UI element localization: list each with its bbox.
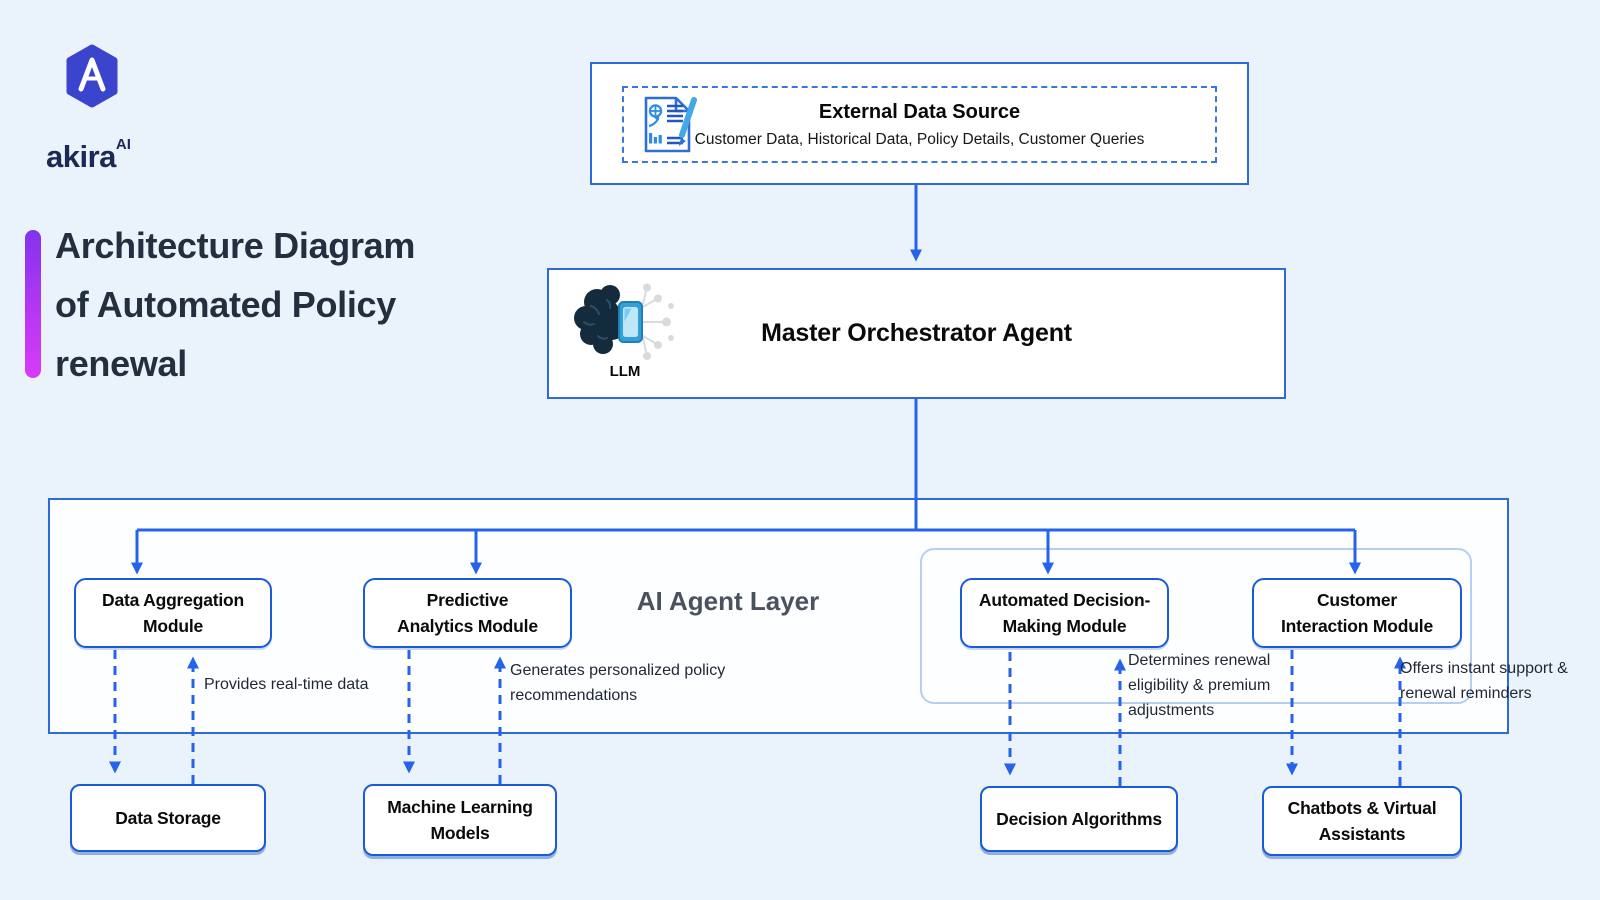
module-label-line: Predictive xyxy=(426,590,509,610)
page-title-line: Architecture Diagram xyxy=(55,225,416,266)
master-orchestrator-box: LLM Master Orchestrator Agent xyxy=(547,268,1286,399)
resource-chatbots-virtual-assistants: Chatbots & Virtual Assistants xyxy=(1262,786,1462,856)
decision-interaction-subcontainer xyxy=(920,548,1472,704)
annotation-line: Generates personalized policy xyxy=(510,662,726,679)
external-data-source-box: External Data Source Customer Data, Hist… xyxy=(590,62,1249,185)
annotation-determines-renewal: Determines renewal eligibility & premium… xyxy=(1128,648,1270,723)
external-data-source-text: External Data Source Customer Data, Hist… xyxy=(624,88,1215,161)
module-label-line: Analytics Module xyxy=(397,616,538,636)
annotation-line: Provides real-time data xyxy=(204,676,369,693)
resource-label-line: Machine Learning xyxy=(387,797,533,817)
brand-wordmark: akiraAI xyxy=(46,136,131,174)
annotation-line: eligibility & premium xyxy=(1128,677,1271,694)
brain-chip-icon xyxy=(574,283,674,360)
module-customer-interaction: Customer Interaction Module xyxy=(1252,578,1462,648)
resource-label-line: Models xyxy=(430,823,490,843)
module-label-line: Module xyxy=(142,616,204,636)
resource-data-storage: Data Storage xyxy=(70,784,266,852)
external-data-source-inner-dashed: External Data Source Customer Data, Hist… xyxy=(622,86,1217,163)
resource-decision-algorithms: Decision Algorithms xyxy=(980,786,1178,852)
resource-machine-learning-models: Machine Learning Models xyxy=(363,784,557,856)
annotation-line: Determines renewal xyxy=(1128,652,1271,669)
connector-orchestrator-riser-and-bus xyxy=(137,397,1355,532)
annotation-generates-recommendations: Generates personalized policy recommenda… xyxy=(510,658,725,708)
annotation-line: recommendations xyxy=(510,687,638,704)
annotation-offers-instant-support: Offers instant support & renewal reminde… xyxy=(1400,656,1568,706)
page-title-line: renewal xyxy=(55,343,187,384)
module-automated-decision-making: Automated Decision- Making Module xyxy=(960,578,1169,648)
external-data-source-title: External Data Source xyxy=(818,100,1021,123)
page-title-line: of Automated Policy xyxy=(55,284,396,325)
brand-superscript: AI xyxy=(115,136,131,153)
module-data-aggregation: Data Aggregation Module xyxy=(74,578,272,648)
akira-hexagon-icon xyxy=(66,44,118,108)
annotation-provides-real-time-data: Provides real-time data xyxy=(204,672,369,697)
resource-label-line: Assistants xyxy=(1318,824,1406,844)
page-title: Architecture Diagram of Automated Policy… xyxy=(55,216,495,393)
external-data-source-subtitle: Customer Data, Historical Data, Policy D… xyxy=(694,130,1145,148)
module-label-line: Interaction Module xyxy=(1281,616,1433,636)
module-predictive-analytics: Predictive Analytics Module xyxy=(363,578,572,648)
brand-logo: akiraAI xyxy=(46,44,246,174)
document-pencil-icon xyxy=(644,96,697,152)
resource-label-line: Data Storage xyxy=(115,808,221,828)
annotation-line: adjustments xyxy=(1128,702,1215,719)
module-label-line: Automated Decision- xyxy=(978,590,1151,610)
module-label-line: Making Module xyxy=(1002,616,1127,636)
resource-label-line: Chatbots & Virtual xyxy=(1287,798,1437,818)
annotation-line: Offers instant support & xyxy=(1400,660,1568,677)
ai-agent-layer-label: AI Agent Layer xyxy=(636,586,820,616)
master-orchestrator-title: Master Orchestrator Agent xyxy=(761,319,1072,347)
module-label-line: Customer xyxy=(1316,590,1398,610)
annotation-line: renewal reminders xyxy=(1400,685,1532,702)
accent-bar xyxy=(25,230,41,378)
resource-label-line: Decision Algorithms xyxy=(996,809,1162,829)
module-label-line: Data Aggregation xyxy=(102,590,244,610)
llm-label: LLM xyxy=(609,363,641,380)
